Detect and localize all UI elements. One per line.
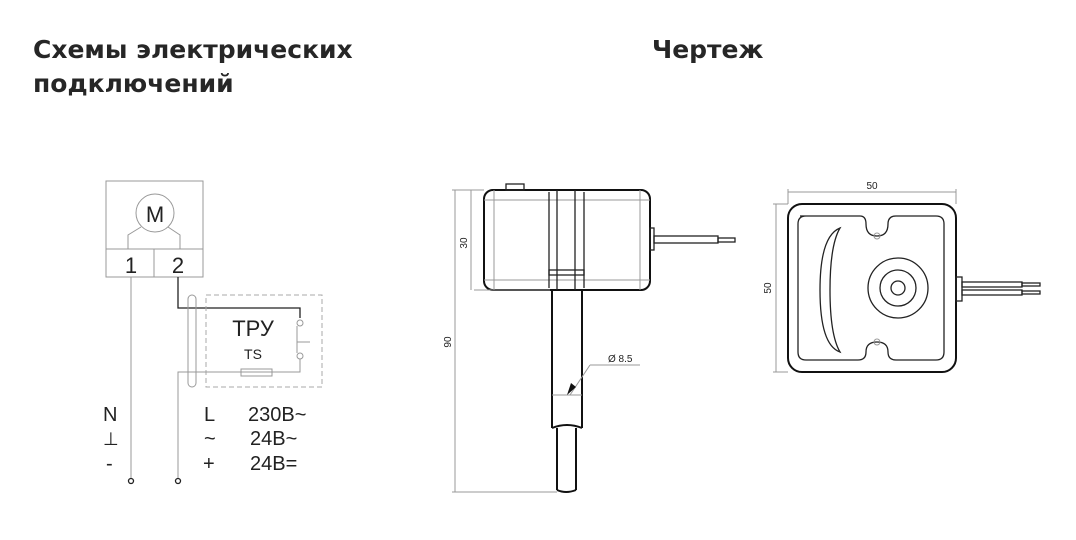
row-0-mid: L [204,404,215,426]
total-height-dimension: 90 [443,336,454,348]
row-0-left: N [103,404,117,426]
terminal-2: 2 [172,253,184,278]
terminal-1: 1 [125,253,137,278]
row-1-mid: ~ [204,428,216,450]
row-2-left: - [106,453,113,475]
row-1-left: ⊥ [103,429,119,449]
drawing-heading: Чертеж [652,35,764,64]
motor-symbol [135,193,175,233]
device-label: ТРУ [232,316,275,341]
row-2-mid: + [203,453,215,475]
side-view-drawing: Ø 8.5 30 90 [443,183,736,493]
body-height-dimension: 30 [459,237,470,249]
device-sublabel: TS [244,346,262,362]
wiring-diagram: M 1 2 ТРУ TS N ⊥ - L ~ + 230В~ 24В~ 24В= [103,180,323,485]
row-2-voltage: 24В= [250,453,297,475]
row-1-voltage: 24В~ [250,428,297,450]
wiring-heading: Схемы электрических подключений [33,35,353,98]
height-dimension: 50 [763,282,774,294]
motor-label: M [146,202,164,227]
width-dimension: 50 [866,181,878,192]
diameter-dimension: Ø 8.5 [608,354,633,365]
row-0-voltage: 230В~ [248,404,306,426]
top-view-drawing: 50 50 [763,181,1041,373]
